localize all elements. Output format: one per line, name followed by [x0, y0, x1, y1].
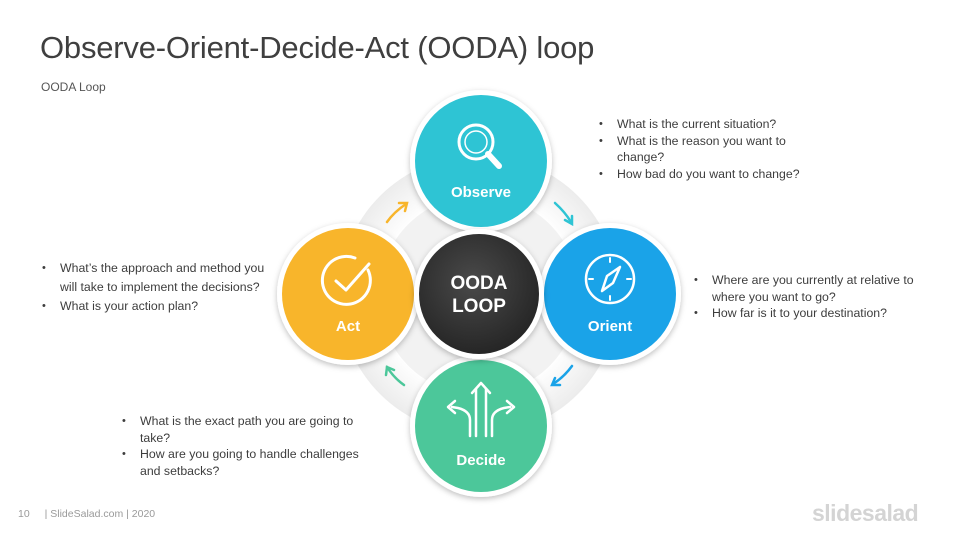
decide-circle — [415, 360, 547, 492]
center-line-1: OODA — [451, 273, 508, 294]
list-item: How far is it to your destination? — [693, 305, 933, 322]
stage-observe[interactable]: Observe — [410, 90, 552, 232]
magnifier-icon — [457, 123, 502, 169]
act-notes: What’s the approach and method you will … — [41, 259, 271, 316]
list-item: What is the reason you want to change? — [598, 133, 828, 166]
center-line-2: LOOP — [452, 296, 506, 317]
center-hub: OODA LOOP — [414, 229, 544, 359]
list-item: Where are you currently at relative to w… — [693, 272, 933, 305]
list-item: What is your action plan? — [41, 297, 271, 316]
page-subtitle: OODA Loop — [41, 80, 106, 94]
orient-notes: Where are you currently at relative to w… — [693, 272, 933, 322]
footer: 10 | SlideSalad.com | 2020 — [18, 508, 155, 520]
stage-orient[interactable]: Orient — [539, 223, 681, 365]
observe-notes: What is the current situation? What is t… — [598, 116, 828, 182]
act-circle — [282, 228, 414, 360]
split-arrows-icon — [446, 381, 516, 438]
decide-label: Decide — [456, 452, 505, 469]
flow-arrow-decide-act — [384, 365, 406, 387]
observe-circle — [415, 95, 547, 227]
flow-arrow-orient-decide — [550, 364, 574, 387]
list-item: What is the exact path you are going to … — [121, 413, 366, 446]
list-item: What’s the approach and method you will … — [41, 259, 271, 297]
orient-label: Orient — [588, 318, 632, 335]
list-item: How bad do you want to change? — [598, 166, 828, 183]
act-label: Act — [336, 318, 360, 335]
flow-arrow-act-observe — [385, 201, 409, 224]
flow-arrow-observe-orient — [553, 201, 574, 227]
stage-act[interactable]: Act — [277, 223, 419, 365]
orient-circle — [544, 228, 676, 360]
list-item: How are you going to handle challenges a… — [121, 446, 366, 479]
check-circle-icon — [320, 254, 372, 306]
footer-text: | SlideSalad.com | 2020 — [44, 508, 156, 520]
compass-icon — [584, 253, 636, 305]
stage-decide[interactable]: Decide — [410, 355, 552, 497]
brand-logo: slidesalad — [812, 500, 919, 526]
page-number: 10 — [18, 508, 30, 520]
observe-label: Observe — [451, 184, 511, 201]
page-title: Observe-Orient-Decide-Act (OODA) loop — [40, 30, 595, 65]
decide-notes: What is the exact path you are going to … — [121, 413, 366, 479]
list-item: What is the current situation? — [598, 116, 828, 133]
